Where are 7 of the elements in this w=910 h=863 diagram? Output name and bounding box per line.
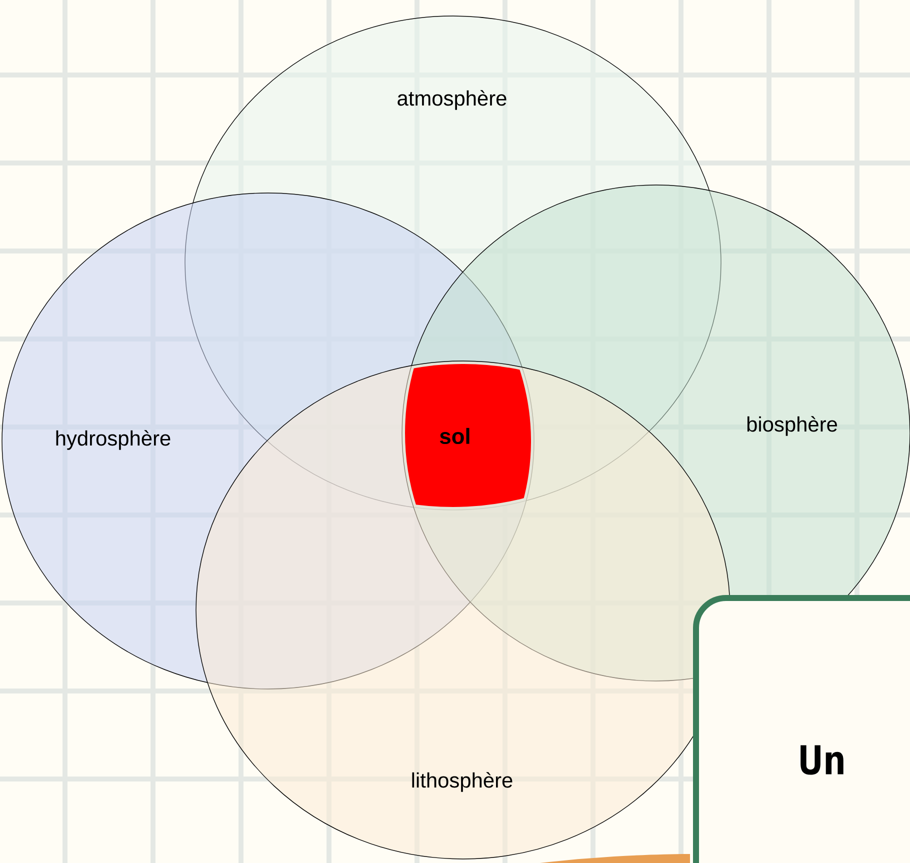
sphere-label: atmosphère — [398, 90, 506, 110]
region-label: sol — [440, 428, 470, 444]
sphere-label: lithosphère — [412, 772, 512, 792]
note-card: Un — [693, 595, 910, 863]
sphere-ellipse — [196, 360, 730, 860]
sphere-label: hydrosphère — [56, 430, 170, 450]
sphere-label: biosphère — [747, 416, 837, 436]
